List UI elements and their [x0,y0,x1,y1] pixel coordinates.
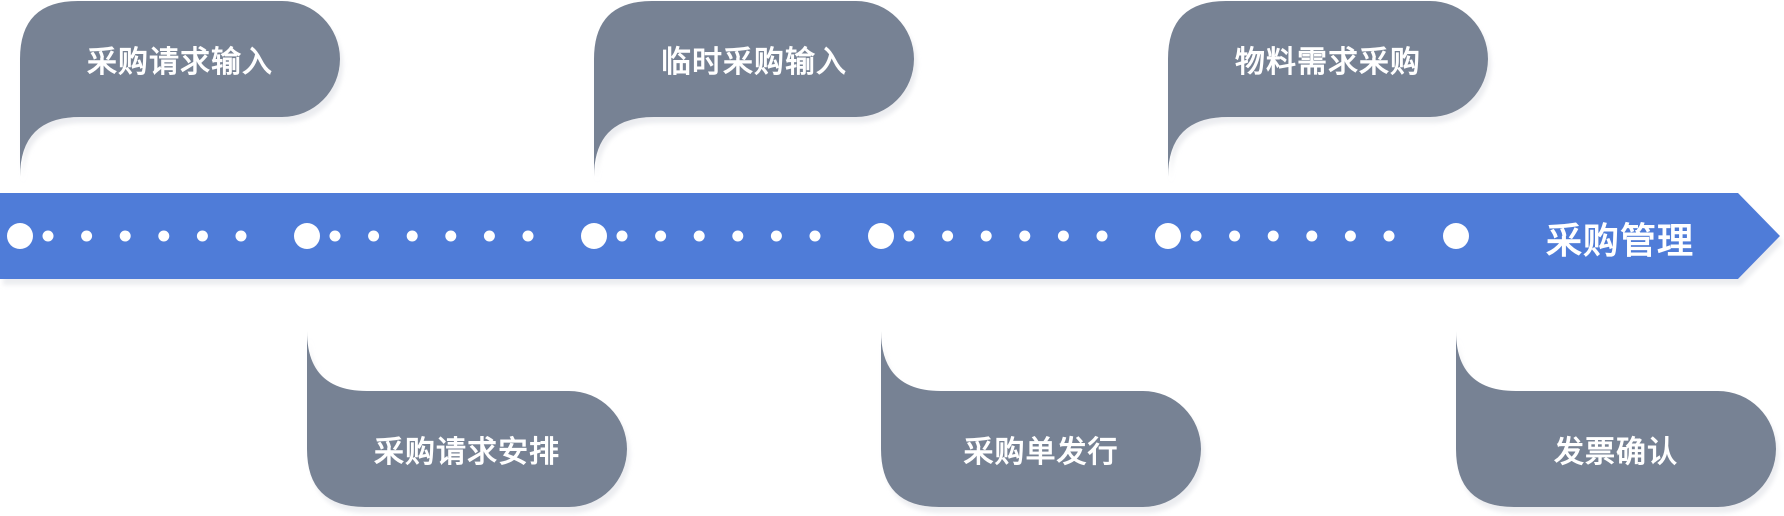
timeline-minor-dot [732,230,744,242]
timeline-minor-dot [483,230,495,242]
timeline-minor-dot [809,230,821,242]
timeline-minor-dot [1306,230,1318,242]
timeline-minor-dot [980,230,992,242]
timeline-major-dot [294,223,320,249]
timeline-minor-dot [1229,230,1241,242]
timeline-minor-dot [522,230,534,242]
timeline-major-dot [581,223,607,249]
timeline-minor-dot [942,230,954,242]
timeline-minor-dot [1019,230,1031,242]
timeline-minor-dot [693,230,705,242]
timeline-title: 采购管理 [1545,221,1694,262]
step-bubble-shape [20,1,340,177]
timeline-minor-dot [158,230,170,242]
timeline-minor-dot [406,230,418,242]
step-bubble-shape [1456,331,1776,507]
timeline-minor-dot [616,230,628,242]
timeline-minor-dot [903,230,915,242]
timeline-minor-dot [235,230,247,242]
timeline-minor-dot [445,230,457,242]
step-bubble-shape [307,331,627,507]
timeline-minor-dot [1344,230,1356,242]
timeline-major-dot [1443,223,1469,249]
timeline-major-dot [868,223,894,249]
timeline-minor-dot [119,230,131,242]
timeline-minor-dot [42,230,54,242]
timeline-minor-dot [196,230,208,242]
timeline-minor-dot [1190,230,1202,242]
timeline-major-dot [7,223,33,249]
step-bubble-shape [881,331,1201,507]
timeline-minor-dot [1383,230,1395,242]
step-bubble-shape [1168,1,1488,177]
step-bubbles [20,1,1776,507]
timeline-minor-dot [655,230,667,242]
timeline-minor-dot [329,230,341,242]
timeline-minor-dot [1057,230,1069,242]
timeline-minor-dot [1096,230,1108,242]
timeline-minor-dot [368,230,380,242]
timeline-dots [7,223,1469,249]
step-bubble-shape [594,1,914,177]
timeline-minor-dot [1267,230,1279,242]
timeline-minor-dot [770,230,782,242]
timeline-major-dot [1155,223,1181,249]
timeline-minor-dot [81,230,93,242]
